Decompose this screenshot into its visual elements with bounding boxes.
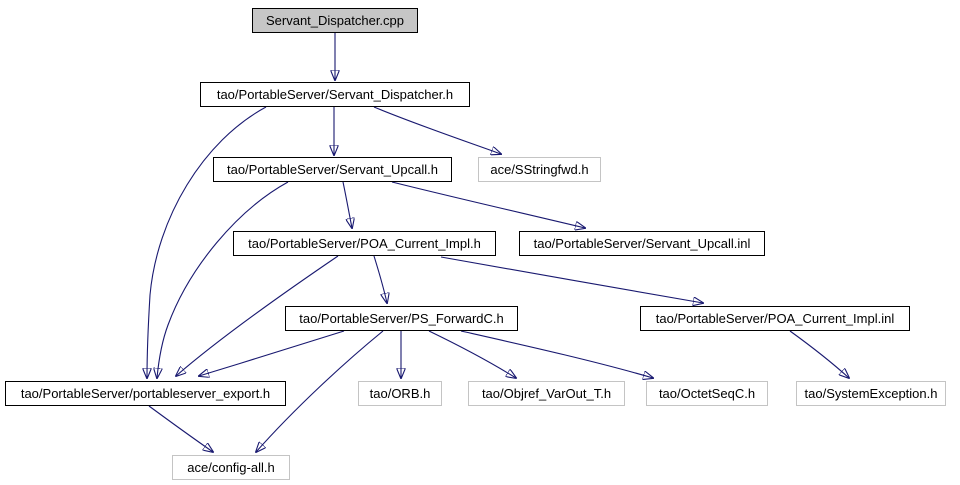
node-sstringfwd-h: ace/SStringfwd.h	[478, 157, 601, 182]
node-poa-current-impl-inl[interactable]: tao/PortableServer/POA_Current_Impl.inl	[640, 306, 910, 331]
edge-servant-upcall-h-to-portableserver-export-h	[157, 181, 289, 378]
edge-poa-current-impl-h-to-ps-forwardc-h	[373, 255, 387, 303]
node-octetseqc-h: tao/OctetSeqC.h	[646, 381, 768, 406]
edge-poa-current-impl-inl-to-systemexception-h	[789, 330, 849, 378]
node-servant-upcall-inl[interactable]: tao/PortableServer/Servant_Upcall.inl	[519, 231, 765, 256]
node-config-all-h: ace/config-all.h	[172, 455, 290, 480]
edge-poa-current-impl-h-to-portableserver-export-h	[176, 255, 339, 376]
edge-poa-current-impl-h-to-poa-current-impl-inl	[440, 256, 703, 303]
edge-ps-forwardc-h-to-octetseqc-h	[460, 330, 653, 378]
edge-portableserver-export-h-to-config-all-h	[148, 405, 213, 452]
edge-servant-upcall-h-to-poa-current-impl-h	[342, 181, 352, 228]
edge-ps-forwardc-h-to-portableserver-export-h	[199, 330, 345, 376]
edge-servant-dispatcher-h-to-portableserver-export-h	[147, 106, 267, 378]
node-servant-upcall-h[interactable]: tao/PortableServer/Servant_Upcall.h	[213, 157, 452, 182]
node-systemexception-h: tao/SystemException.h	[796, 381, 946, 406]
node-poa-current-impl-h[interactable]: tao/PortableServer/POA_Current_Impl.h	[233, 231, 496, 256]
edge-servant-upcall-h-to-servant-upcall-inl	[391, 181, 585, 228]
edge-ps-forwardc-h-to-objref-varout-t-h	[428, 330, 516, 378]
node-orb-h: tao/ORB.h	[358, 381, 442, 406]
edge-ps-forwardc-h-to-config-all-h	[256, 330, 384, 452]
node-ps-forwardc-h[interactable]: tao/PortableServer/PS_ForwardC.h	[285, 306, 518, 331]
node-servant-dispatcher-cpp: Servant_Dispatcher.cpp	[252, 8, 418, 33]
node-objref-varout-t-h: tao/Objref_VarOut_T.h	[468, 381, 625, 406]
node-servant-dispatcher-h[interactable]: tao/PortableServer/Servant_Dispatcher.h	[200, 82, 470, 107]
edge-servant-dispatcher-h-to-sstringfwd-h	[373, 106, 501, 154]
node-portableserver-export-h[interactable]: tao/PortableServer/portableserver_export…	[5, 381, 286, 406]
